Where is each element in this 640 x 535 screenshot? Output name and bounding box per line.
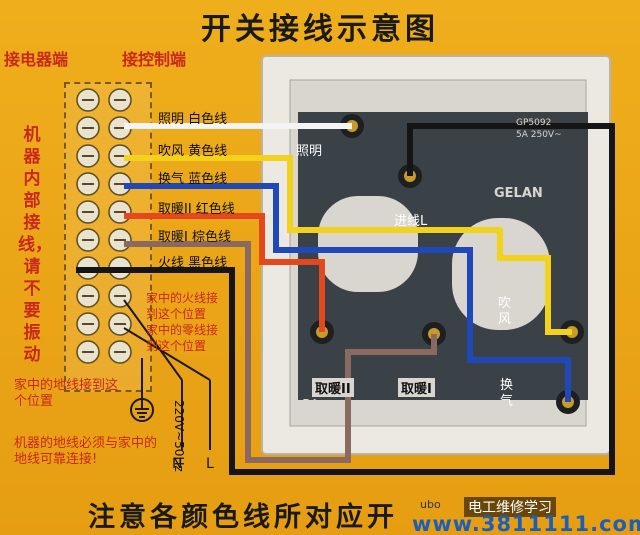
strip-terminal-screw <box>76 284 100 308</box>
wire-red-heat2 <box>124 213 325 332</box>
switch-label-heat1: 取暖I <box>398 378 435 397</box>
switch-label-heat2: 取暖II <box>312 378 354 397</box>
strip-terminal-screw <box>76 340 100 364</box>
spec-line-1: GP5092 <box>516 118 552 128</box>
diagram-title: 开关接线示意图 <box>201 12 439 47</box>
control-side-header: 接控制端 <box>122 50 187 69</box>
strip-terminals <box>76 88 132 364</box>
strip-terminal-screw <box>108 228 132 252</box>
strip-terminal-screw <box>108 200 132 224</box>
watermark-url: www.3811111.com <box>412 512 640 535</box>
watermark-brand: 电工维修学习 <box>464 497 556 517</box>
wire-label-lighting: 照明 白色线 <box>158 112 228 127</box>
wire-black-live <box>124 123 615 475</box>
internal-wiring-warning: 机器内部接线，请不要振动 <box>18 125 52 365</box>
appliance-side-header: 接电器端 <box>4 50 69 69</box>
neutral-label: N <box>172 456 183 472</box>
brand-label: GELAN <box>494 186 543 201</box>
strip-terminal-screw <box>108 340 132 364</box>
wire-brown-heat1 <box>124 241 437 463</box>
strip-terminal-screw <box>76 88 100 112</box>
wire-label-blow: 吹风 黄色线 <box>158 144 228 159</box>
strip-terminal-screw <box>108 144 132 168</box>
wire-blue-ventilation <box>124 183 571 402</box>
switch-label-line-in: 进线L <box>394 214 428 229</box>
switch-label-lighting: 照明 <box>296 144 323 159</box>
certification-mark: CQC <box>500 222 520 232</box>
switch-label-ventilation: 换气 <box>500 378 514 409</box>
wire-label-ventilation: 换气 蓝色线 <box>158 172 228 187</box>
wire-label-heat1: 取暖I 棕色线 <box>158 230 231 245</box>
switch-body-cutout <box>452 218 550 330</box>
live-label: L <box>206 456 214 472</box>
strip-terminal-screw <box>76 116 100 140</box>
rating-label: 5A <box>302 398 320 413</box>
bottom-notice: 注意各颜色线所对应开 <box>88 502 398 533</box>
strip-terminal-screw <box>76 228 100 252</box>
strip-terminal-screw <box>108 88 132 112</box>
strip-terminal-screw <box>76 200 100 224</box>
ground-symbol <box>130 358 154 422</box>
strip-terminal-screw <box>76 144 100 168</box>
neutral-wire-note: 家中的零线接到这个位置 <box>146 323 219 353</box>
strip-terminal-screw <box>76 172 100 196</box>
switch-body-cutout-left <box>318 196 418 292</box>
live-wire-note: 家中的火线接到这个位置 <box>146 291 219 321</box>
ground-wire-note: 家中的地线接到这个位置 <box>14 378 119 409</box>
switch-label-blow: 吹风 <box>498 296 512 327</box>
wire-yellow-blow <box>124 155 572 335</box>
strip-terminal-screw <box>108 312 132 336</box>
watermark-mark: ubo <box>420 498 441 511</box>
wire-label-live: 火线 黑色线 <box>158 256 228 271</box>
ground-warning: 机器的地线必须与家中的地线可靠连接! <box>14 436 158 467</box>
strip-terminal-screw <box>76 312 100 336</box>
wire-label-heat2: 取暖II 红色线 <box>158 202 235 217</box>
spec-line-2: 5A 250V~ <box>516 130 562 140</box>
supply-leads <box>123 299 211 450</box>
